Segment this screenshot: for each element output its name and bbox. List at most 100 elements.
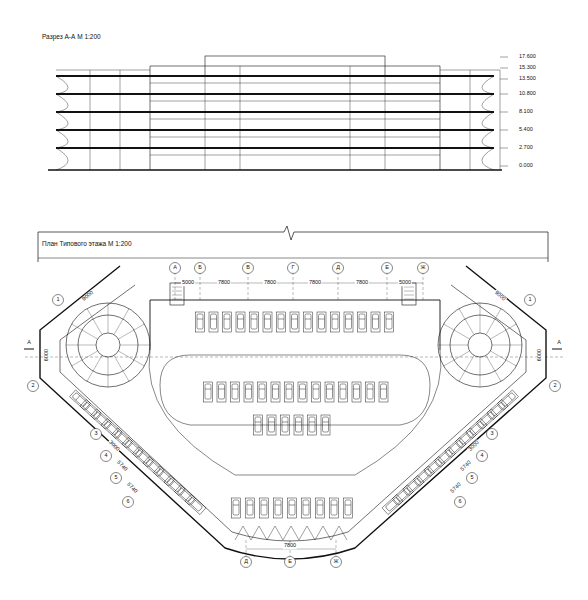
parking-stall <box>294 415 303 435</box>
ramp-line <box>459 309 474 335</box>
axis-label: Д <box>335 265 341 271</box>
ramp-line <box>87 309 102 335</box>
level-mark: 10.800 <box>518 91 537 97</box>
ramp-line <box>486 355 501 381</box>
ramp-line <box>72 324 98 339</box>
axis-bubble <box>418 263 429 274</box>
dimension-label: 6000 <box>537 348 543 362</box>
axis-bubble <box>111 473 122 484</box>
axis-bubble <box>550 381 561 392</box>
parking-stall <box>274 498 283 518</box>
dimension-label: 6000 <box>44 348 50 362</box>
axis-bubble <box>123 497 134 508</box>
level-mark: 15.300 <box>518 65 537 71</box>
parking-stall <box>143 456 164 476</box>
dimension-label: 7800 <box>308 280 322 286</box>
dimension-label: 5740 <box>449 481 463 495</box>
parking-stall <box>487 399 508 419</box>
parking-stall <box>250 312 259 332</box>
parking-stall <box>352 382 361 402</box>
ramp-line <box>72 351 98 366</box>
axis-label: 2 <box>30 383 35 389</box>
axis-bubble <box>467 473 478 484</box>
parking-stall <box>91 409 112 429</box>
parking-stall <box>498 390 519 410</box>
ramp-line <box>108 303 109 333</box>
ramp-line <box>114 309 129 335</box>
parking-stall <box>236 312 245 332</box>
parking-stall <box>244 382 253 402</box>
ramp-line <box>490 324 516 339</box>
axis-bubble <box>285 557 296 568</box>
parking-stall <box>204 382 213 402</box>
parking-stall <box>122 437 143 457</box>
parking-stall <box>414 466 435 486</box>
parking-stall <box>302 498 311 518</box>
parking-stall <box>231 382 240 402</box>
parking-stall <box>325 382 334 402</box>
axis-label: 6 <box>457 499 462 505</box>
parking-stall <box>164 475 185 495</box>
ramp-line <box>87 355 102 381</box>
parking-stall <box>304 312 313 332</box>
level-mark: 2.700 <box>518 145 534 151</box>
parking-stall <box>317 312 326 332</box>
axis-label: 1 <box>55 297 60 303</box>
parking-stall <box>196 312 205 332</box>
axis-label: А <box>172 265 178 271</box>
parking-stall <box>258 382 267 402</box>
axis-label: Ж <box>332 559 339 565</box>
plan-title: План Типового этажа М 1:200 <box>42 241 132 248</box>
axis-label: 6 <box>125 499 130 505</box>
axis-bubble <box>241 557 252 568</box>
ramp-line <box>492 345 522 346</box>
parking-stall <box>254 415 263 435</box>
level-mark: 17.600 <box>518 54 537 60</box>
parking-stall <box>298 382 307 402</box>
parking-stall <box>445 437 466 457</box>
axis-bubble <box>101 451 112 462</box>
level-mark: 8.100 <box>518 109 534 115</box>
parking-stall <box>344 312 353 332</box>
axis-label: 4 <box>103 453 108 459</box>
parking-stall <box>339 382 348 402</box>
axis-bubble <box>382 263 393 274</box>
axis-bubble <box>525 295 536 306</box>
parking-stall <box>403 475 424 495</box>
axis-bubble <box>288 263 299 274</box>
ramp-line <box>444 324 470 339</box>
parking-stall <box>133 447 154 467</box>
parking-stall <box>424 456 445 476</box>
ramp-line <box>480 357 481 387</box>
parking-stall <box>371 312 380 332</box>
axis-bubble <box>53 295 64 306</box>
ramp-line <box>108 357 109 387</box>
axis-label: 4 <box>479 453 484 459</box>
parking-stall <box>344 498 353 518</box>
ramp-line <box>444 351 470 366</box>
parking-stall <box>281 415 290 435</box>
parking-stall <box>358 312 367 332</box>
ramp-line <box>118 351 144 366</box>
dimension-label: 5740 <box>115 459 129 473</box>
ramp-line <box>480 303 481 333</box>
parking-stall <box>330 498 339 518</box>
ramp-line <box>118 324 144 339</box>
floor-plan <box>24 266 563 559</box>
dimension-label: 5740 <box>125 481 139 495</box>
parking-stall <box>263 312 272 332</box>
parking-stall <box>385 312 394 332</box>
parking-stall <box>379 382 388 402</box>
parking-stall <box>466 418 487 438</box>
dimension-label: 7800 <box>283 543 297 549</box>
parking-stall <box>366 382 375 402</box>
dimension-label: 9000 <box>493 289 507 302</box>
dimension-label: 7800 <box>263 280 277 286</box>
ramp-line <box>486 309 501 335</box>
parking-stall <box>331 312 340 332</box>
axis-label: Г <box>291 265 296 271</box>
axis-bubble <box>455 497 466 508</box>
axis-label: Ж <box>419 265 426 271</box>
dimension-label: А <box>26 340 32 346</box>
